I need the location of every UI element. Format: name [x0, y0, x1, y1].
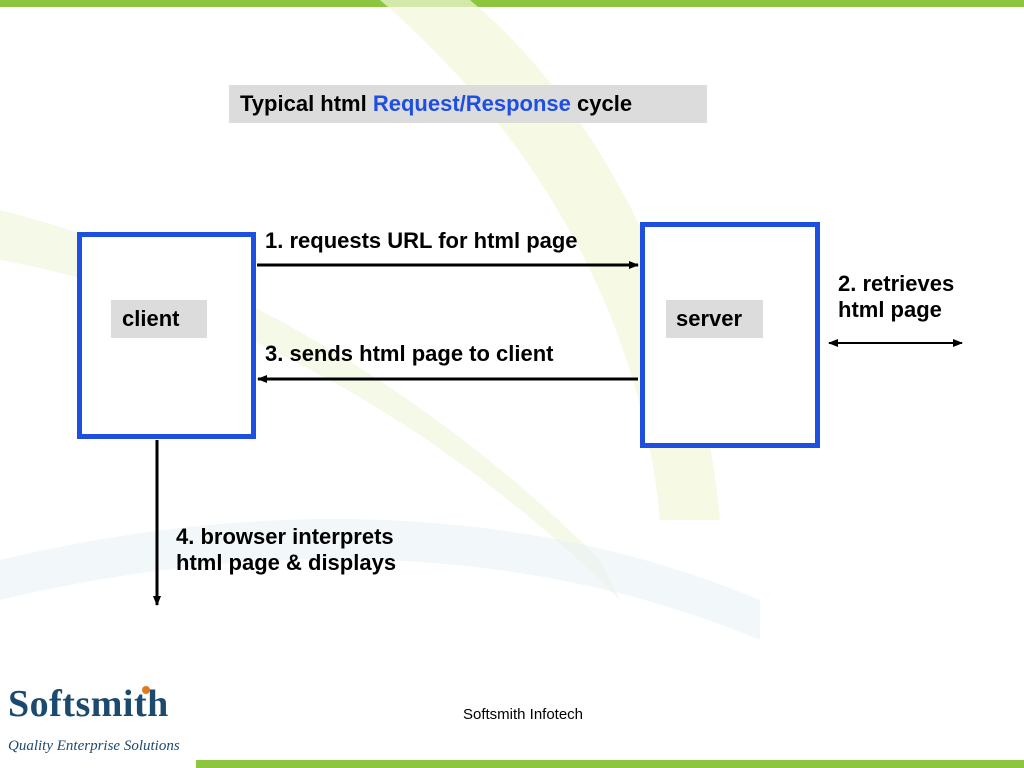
step2-line2: html page — [838, 297, 942, 322]
logo-name: Softsmith — [8, 683, 169, 725]
slide-title: Typical html Request/Response cycle — [229, 85, 707, 123]
server-label: server — [666, 300, 763, 338]
logo-dot-icon — [142, 686, 150, 694]
step4-line2: html page & displays — [176, 550, 397, 575]
step4-line1: 4. browser interprets — [176, 524, 394, 549]
title-suffix: cycle — [570, 91, 633, 116]
title-prefix: Typical html — [240, 91, 373, 116]
step3-label: 3. sends html page to client — [265, 341, 554, 366]
title-highlight: Request/Response — [372, 91, 571, 116]
company-logo: Softsmith Quality Enterprise Solutions — [0, 680, 196, 768]
step2-label: 2. retrieves html page — [838, 271, 954, 323]
top-green-bar — [0, 0, 1024, 7]
step4-label: 4. browser interprets html page & displa… — [176, 524, 396, 576]
client-label: client — [111, 300, 207, 338]
step1-label: 1. requests URL for html page — [265, 228, 578, 253]
step2-line1: 2. retrieves — [838, 271, 955, 296]
logo-tagline: Quality Enterprise Solutions — [8, 738, 180, 754]
footer-company: Softsmith Infotech — [462, 706, 584, 723]
bottom-green-bar — [196, 760, 1024, 768]
